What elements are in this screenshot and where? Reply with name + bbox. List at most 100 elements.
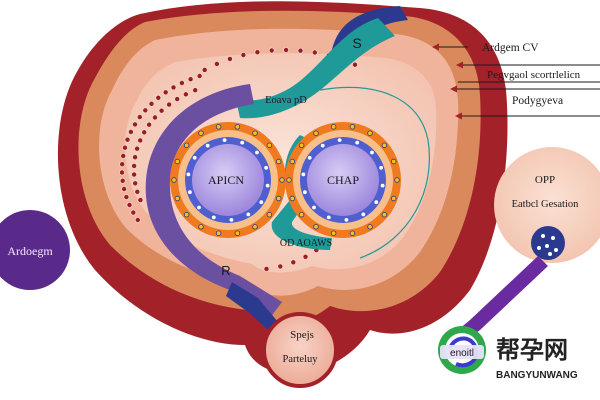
core-inner-dot (211, 215, 216, 220)
cell-dot (136, 114, 143, 121)
brand-badge-text: enoitl (450, 348, 474, 359)
letter-s: S (352, 35, 361, 51)
core-ring-dot (391, 158, 397, 165)
bottom-circle-label-1: Spejs (290, 329, 314, 341)
cell-dot (121, 185, 128, 192)
core-inner-dot (188, 190, 192, 195)
core-inner-dot (337, 138, 342, 143)
callout-label-2: Pegvgaol scortrlelicn (487, 69, 581, 81)
core-ring-dot (279, 177, 285, 183)
core-ring-dot (198, 130, 204, 136)
arrow-3-head (450, 85, 457, 93)
cell-dot (170, 84, 177, 91)
core-ring-dot (183, 142, 190, 148)
core-inner-dot (361, 212, 366, 217)
right-circle (494, 147, 600, 263)
callouts: Ardgem CV Pegvgaol scortrlelicn Podygyev… (432, 42, 600, 120)
letter-r: R (221, 263, 230, 278)
core-ring-dot (276, 195, 282, 202)
violet-rod (458, 256, 548, 340)
core-ring-dot (313, 130, 319, 136)
core-inner-dot (312, 205, 316, 210)
lower-band-label: OD AOAWS (280, 238, 332, 249)
cell-dot (130, 209, 137, 216)
blue-cell-dots (537, 234, 558, 256)
core-ring-dot (367, 224, 373, 230)
cell-dot (148, 100, 155, 107)
core-inner-dot (205, 143, 210, 148)
cell-dot (134, 145, 141, 152)
blue-cell-dot (554, 248, 558, 252)
left-circle-label: Ardoegm (7, 244, 53, 258)
teal-outline (319, 86, 430, 259)
core-ring-dot (330, 230, 337, 236)
cell-dot (151, 114, 158, 121)
core-ring-dot (286, 177, 292, 183)
core-inner-dot (265, 183, 270, 188)
bottom-circle-label-2: Parteluy (283, 354, 319, 365)
cell-dot (283, 47, 290, 54)
brand-name-en: BANGYUNWANG (496, 370, 578, 381)
cell-dot (146, 121, 153, 128)
cell-dot (302, 253, 309, 260)
core-ring-dot (394, 177, 400, 183)
cell-dot (155, 94, 162, 101)
core-inner-dot (379, 165, 383, 170)
navy-lower-band (226, 282, 278, 330)
core-inner-dot (303, 190, 307, 195)
right-core (285, 122, 401, 238)
cell-dot (120, 152, 127, 159)
core-ring-dot (289, 195, 295, 202)
core-inner-dot (222, 138, 227, 143)
core-dots (171, 124, 400, 236)
core-inner-dot (307, 155, 312, 160)
cell-dot (297, 47, 304, 54)
right-core-label: CHAP (327, 173, 359, 187)
cell-dot (263, 265, 270, 272)
cell-dot (142, 107, 149, 114)
core-ring-dot (198, 224, 204, 230)
core-inner-dot (374, 200, 379, 205)
core-inner-dot (246, 212, 251, 217)
cell-dot (132, 180, 139, 187)
core-inner-dot (370, 150, 374, 155)
arrow-2-head (456, 61, 463, 69)
core-ring-dot (367, 130, 373, 136)
core-ring-dot (215, 230, 222, 236)
cell-dot (132, 154, 139, 161)
bottom-circle (262, 312, 338, 388)
core-ring-dot (381, 142, 388, 148)
cell-dot (201, 66, 208, 73)
cell-dot (137, 197, 144, 204)
core-ring-dot (298, 142, 305, 148)
inner-band-label: Eoava pD (265, 95, 307, 106)
right-circle-label-2: Eatbcl Gesation (512, 199, 580, 210)
core-inner-dot (240, 140, 245, 145)
cell-dot (131, 171, 138, 178)
cell-dot (137, 137, 144, 144)
core-inner-dot (192, 155, 197, 160)
core-ring-dot (381, 211, 388, 218)
core-inner-dot (259, 200, 264, 205)
cell-dot (131, 121, 138, 128)
core-ring-dot (276, 158, 282, 165)
cell-dot (196, 73, 203, 80)
cell-dot (240, 52, 247, 59)
cell-dot (174, 96, 181, 103)
cell-dot (119, 177, 126, 184)
cell-dot (187, 76, 194, 83)
cell-dot (119, 161, 126, 168)
cell-dot (162, 89, 169, 96)
core-ring-dot (174, 195, 180, 202)
core-inner-dot (326, 215, 331, 220)
cell-dot (182, 91, 189, 98)
brand-badge (440, 345, 484, 359)
cell-dot (127, 128, 134, 135)
cell-dot (290, 259, 297, 266)
cell-dot (134, 188, 141, 195)
cell-dot (351, 61, 358, 68)
brand-name-cn: 帮孕网 (496, 336, 568, 364)
core-ring-dot (313, 224, 319, 230)
cell-dot (166, 101, 173, 108)
core-inner-dot (197, 205, 201, 210)
